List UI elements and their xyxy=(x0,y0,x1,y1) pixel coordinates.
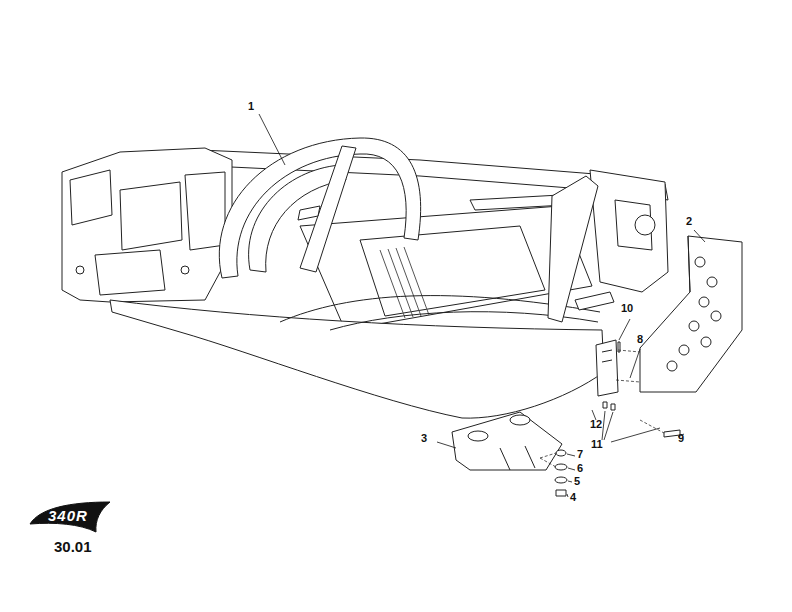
callout-number: 8 xyxy=(637,334,643,345)
callout-number: 3 xyxy=(421,433,427,444)
logo-text: 340R xyxy=(48,508,88,523)
callout-number: 4 xyxy=(570,492,576,503)
callout-number: 7 xyxy=(577,449,583,460)
callout-number: 9 xyxy=(678,433,684,444)
callout-number: 12 xyxy=(590,419,602,430)
callout-number: 10 xyxy=(621,303,633,314)
callout-number: 5 xyxy=(574,476,580,487)
callout-number: 2 xyxy=(686,216,692,227)
page-number: 30.01 xyxy=(54,539,92,554)
callout-number: 1 xyxy=(248,101,254,112)
callout-number: 11 xyxy=(591,439,603,450)
callout-number: 6 xyxy=(577,463,583,474)
